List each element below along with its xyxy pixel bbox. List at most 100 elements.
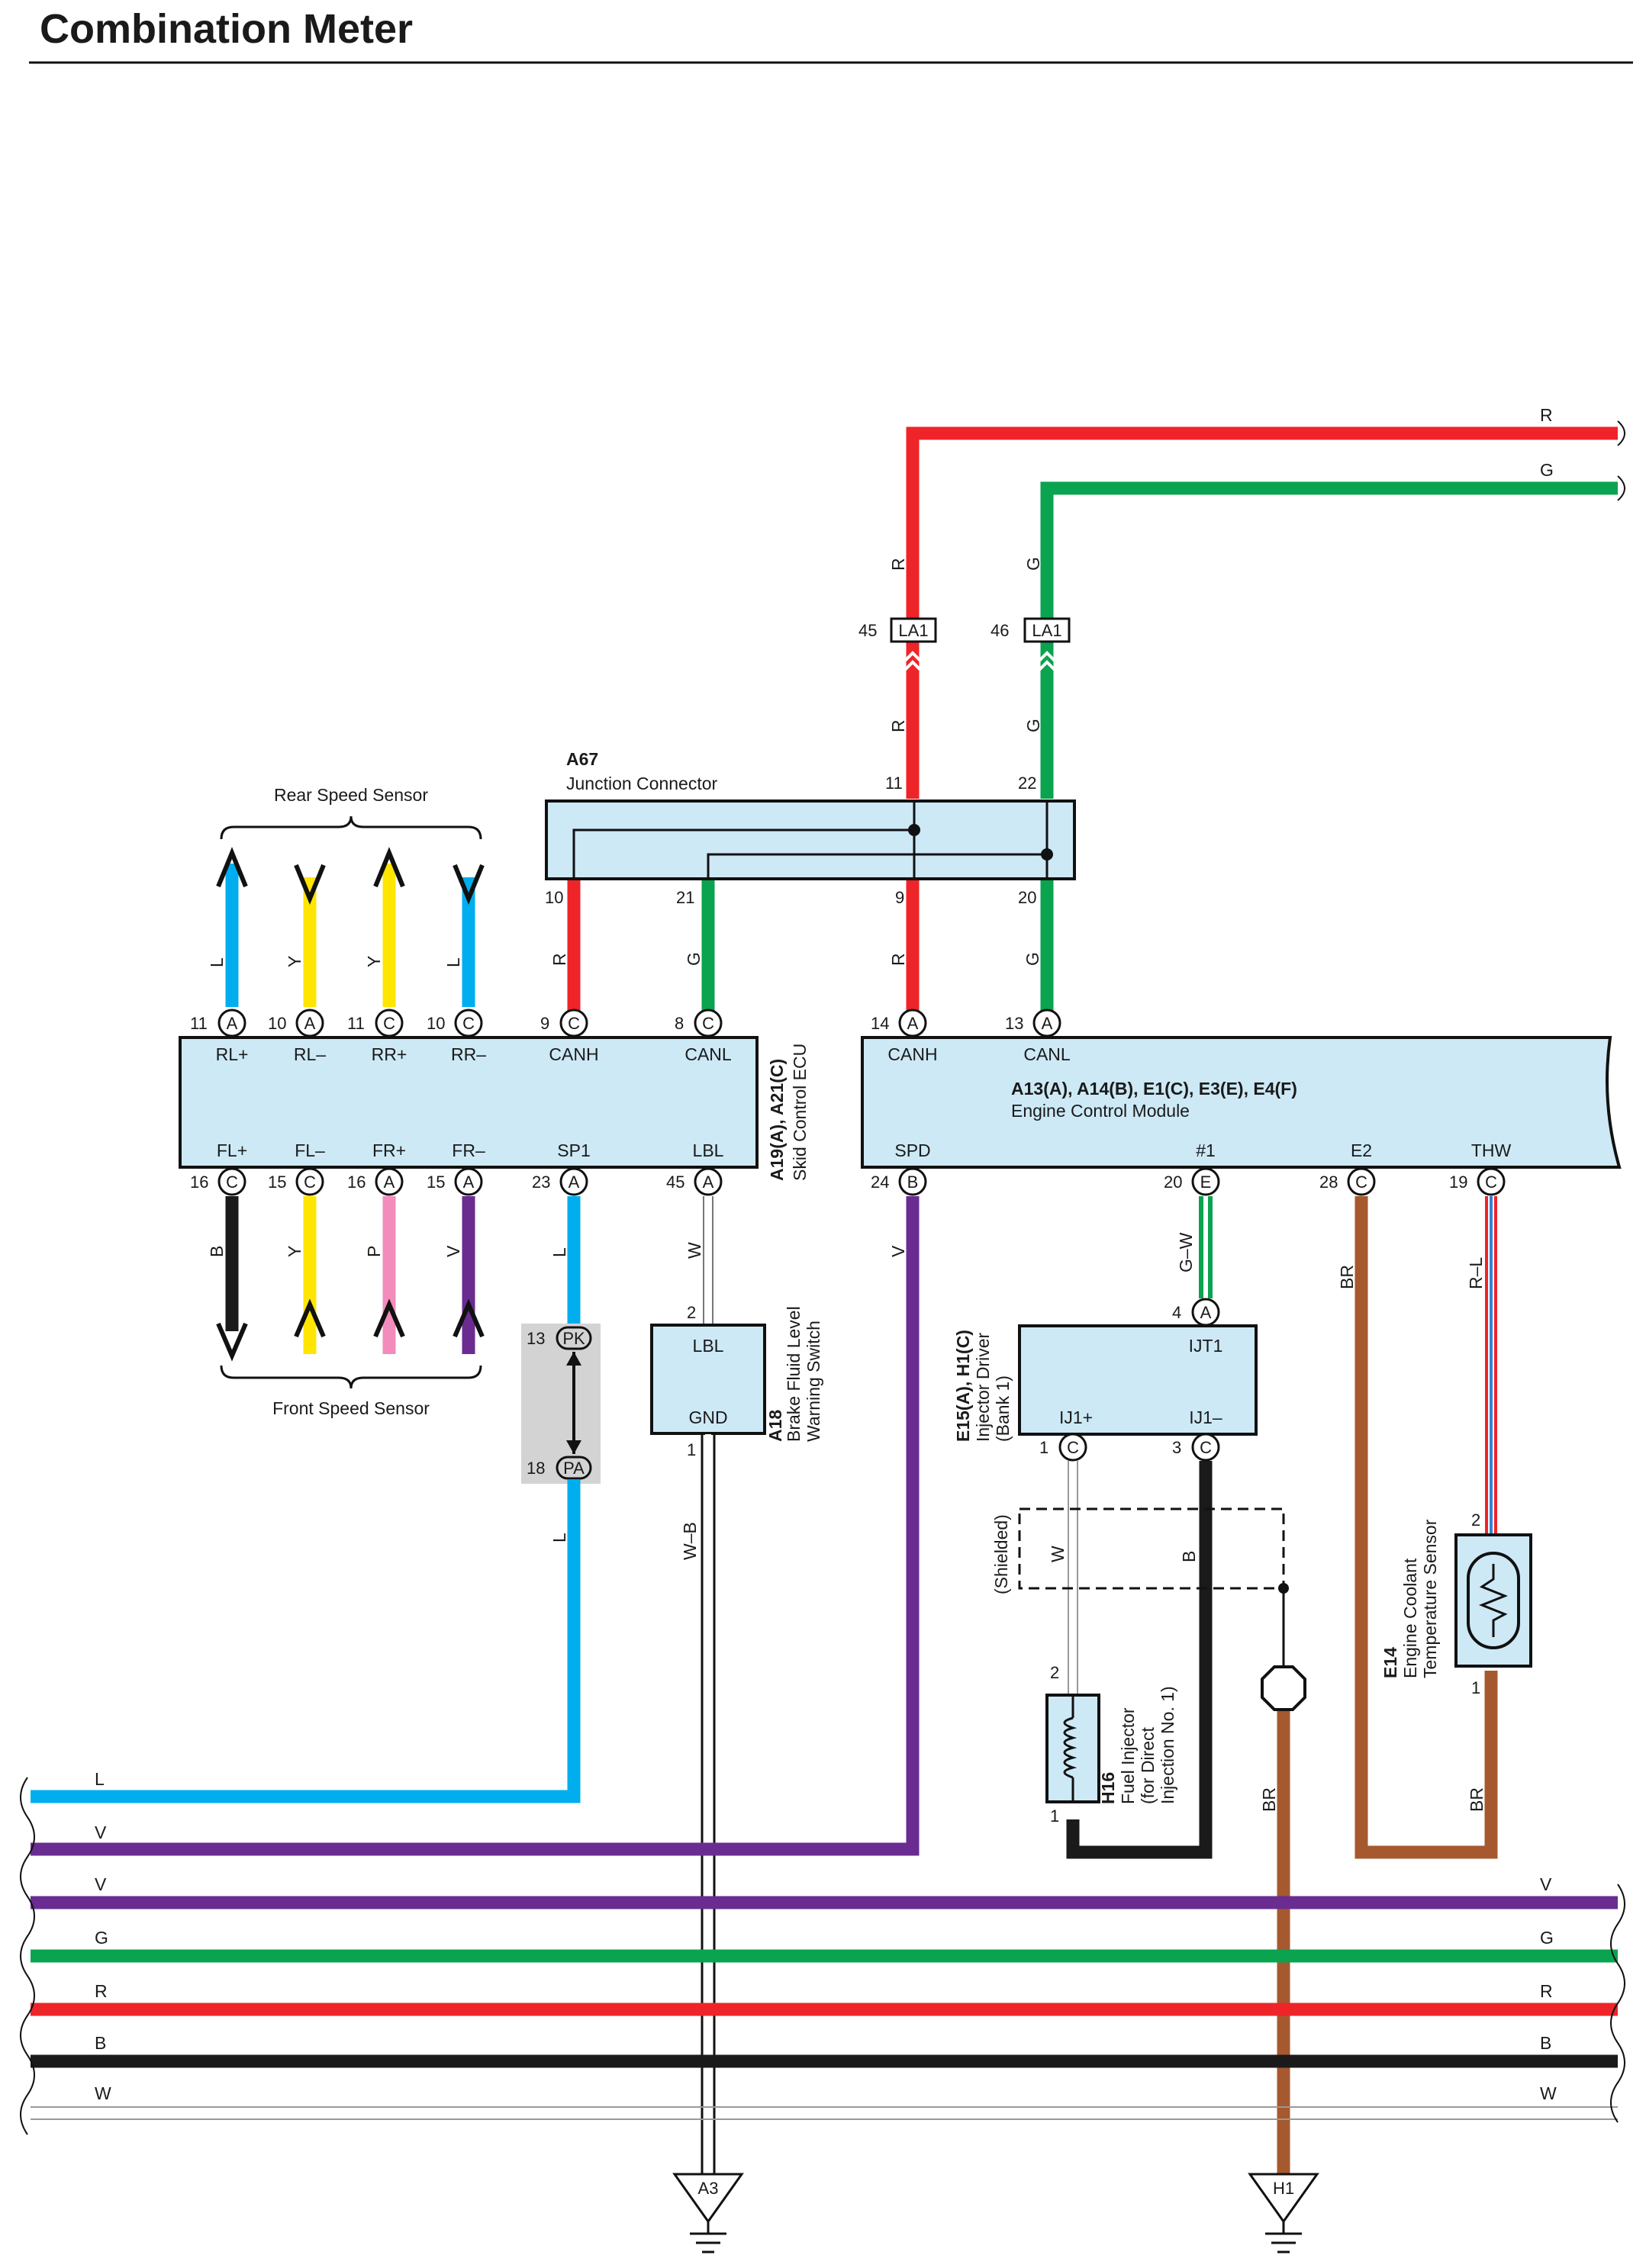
- svg-text:W: W: [1048, 1546, 1068, 1562]
- svg-text:46: 46: [990, 621, 1009, 640]
- svg-text:THW: THW: [1471, 1140, 1512, 1160]
- svg-text:SP1: SP1: [557, 1140, 590, 1160]
- can-wires: R G R G: [549, 880, 1054, 1011]
- svg-text:W: W: [1540, 2083, 1557, 2103]
- component-name: Engine Control Module: [1011, 1101, 1190, 1121]
- svg-text:45: 45: [666, 1173, 684, 1192]
- skid-ecu-top-pins: A 11 RL+ A 10 RL– C 11 RR+ C 10 RR–: [190, 1009, 732, 1064]
- svg-text:18: 18: [527, 1459, 545, 1478]
- coolant-sensor-e14: BR BR R–L 2 1 E14 Engine Coolant Tempera…: [1337, 1196, 1532, 1859]
- svg-text:R: R: [549, 953, 569, 966]
- svg-text:1: 1: [1039, 1438, 1048, 1457]
- svg-text:Y: Y: [285, 1246, 304, 1257]
- svg-text:G: G: [1023, 952, 1042, 966]
- svg-text:CANH: CANH: [887, 1044, 937, 1064]
- svg-text:(for Direct: (for Direct: [1138, 1726, 1158, 1804]
- svg-text:45: 45: [858, 621, 877, 640]
- svg-text:C: C: [1485, 1173, 1497, 1192]
- spd-wire: V V: [31, 1196, 920, 1856]
- component-code: A19(A), A21(C): [767, 1059, 787, 1181]
- svg-text:IJ1+: IJ1+: [1059, 1407, 1093, 1427]
- svg-text:A: A: [463, 1173, 475, 1192]
- svg-text:(Bank 1): (Bank 1): [993, 1375, 1013, 1442]
- svg-text:W: W: [684, 1242, 704, 1259]
- svg-text:2: 2: [1050, 1663, 1059, 1682]
- svg-text:R: R: [888, 953, 908, 966]
- svg-text:SPD: SPD: [894, 1140, 930, 1160]
- svg-text:21: 21: [676, 888, 694, 907]
- svg-text:16: 16: [347, 1173, 366, 1192]
- svg-text:C: C: [1200, 1438, 1212, 1457]
- svg-text:E: E: [1200, 1173, 1212, 1192]
- injector-driver-e15: G–W A 4 IJT1 IJ1+ IJ1– C 1 C 3 E15(A), H…: [953, 1196, 1258, 1462]
- svg-text:C: C: [1355, 1173, 1367, 1192]
- svg-text:R: R: [95, 1981, 108, 2001]
- svg-text:W: W: [95, 2083, 111, 2103]
- svg-text:B: B: [207, 1246, 227, 1257]
- svg-text:W–B: W–B: [680, 1522, 700, 1560]
- skid-control-ecu: A 11 RL+ A 10 RL– C 11 RR+ C 10 RR–: [179, 1009, 810, 1196]
- svg-text:2: 2: [687, 1303, 696, 1322]
- svg-text:LA1: LA1: [898, 621, 928, 640]
- shielded-label: (Shielded): [991, 1514, 1011, 1594]
- ground-h1: H1: [1248, 2173, 1319, 2254]
- skid-ecu-bottom-pins: C 16 FL+ C 15 FL– A 16 FR+ A 15 FR–: [190, 1140, 724, 1196]
- svg-text:RR–: RR–: [451, 1044, 486, 1064]
- svg-text:10: 10: [268, 1014, 286, 1033]
- engine-control-module: A 14 CANH A 13 CANL A13(A), A14(B), E1(C…: [861, 1009, 1622, 1196]
- svg-text:B: B: [1179, 1551, 1199, 1562]
- svg-text:B: B: [1540, 2033, 1551, 2053]
- svg-text:E2: E2: [1351, 1140, 1372, 1160]
- svg-text:Y: Y: [364, 956, 384, 967]
- svg-text:15: 15: [268, 1173, 286, 1192]
- svg-text:C: C: [226, 1173, 238, 1192]
- svg-text:V: V: [443, 1245, 463, 1257]
- svg-text:G: G: [1540, 1928, 1554, 1948]
- svg-text:A: A: [907, 1014, 919, 1033]
- svg-text:C: C: [462, 1014, 475, 1033]
- svg-text:L: L: [443, 957, 463, 967]
- svg-text:C: C: [568, 1014, 580, 1033]
- brake-fluid-switch-a18: LBL GND 2 1 W A18 Brake Fluid Level Warn…: [650, 1196, 823, 2174]
- svg-text:H1: H1: [1273, 2179, 1294, 2198]
- splice-pk-pa: [521, 1324, 601, 1484]
- svg-text:IJ1–: IJ1–: [1189, 1407, 1222, 1427]
- svg-text:R–L: R–L: [1466, 1257, 1486, 1289]
- svg-text:L: L: [549, 1247, 569, 1257]
- svg-text:C: C: [383, 1014, 395, 1033]
- svg-text:A: A: [569, 1173, 580, 1192]
- svg-text:10: 10: [545, 888, 563, 907]
- ground-a3: A3: [672, 2173, 744, 2254]
- svg-text:G: G: [95, 1928, 108, 1948]
- wire-r-top: [906, 426, 1618, 799]
- svg-text:RR+: RR+: [372, 1044, 407, 1064]
- svg-text:19: 19: [1449, 1173, 1467, 1192]
- svg-text:CANL: CANL: [1023, 1044, 1071, 1064]
- svg-text:G–W: G–W: [1176, 1232, 1196, 1272]
- svg-text:Injection No. 1): Injection No. 1): [1158, 1686, 1177, 1804]
- svg-text:BR: BR: [1467, 1787, 1487, 1812]
- shield-box: [1018, 1507, 1285, 1590]
- svg-text:C: C: [304, 1173, 316, 1192]
- rear-speed-sensor-label: Rear Speed Sensor: [274, 785, 428, 805]
- bus-harness: V G R B W V G R B W: [20, 1777, 1625, 2135]
- svg-text:C: C: [1067, 1438, 1079, 1457]
- svg-text:FR+: FR+: [372, 1140, 406, 1160]
- svg-text:R: R: [1540, 1981, 1553, 2001]
- svg-text:P: P: [364, 1246, 384, 1257]
- svg-text:4: 4: [1172, 1303, 1181, 1322]
- svg-text:LBL: LBL: [693, 1140, 724, 1160]
- svg-text:PK: PK: [562, 1329, 585, 1348]
- svg-text:A: A: [1200, 1303, 1212, 1322]
- svg-text:28: 28: [1319, 1173, 1338, 1192]
- svg-text:8: 8: [675, 1014, 684, 1033]
- svg-text:13: 13: [1005, 1014, 1023, 1033]
- svg-text:V: V: [95, 1822, 107, 1842]
- svg-text:2: 2: [1471, 1510, 1480, 1530]
- svg-text:CANL: CANL: [684, 1044, 732, 1064]
- connector-la1-46: LA1 46: [990, 617, 1071, 676]
- svg-text:B: B: [907, 1173, 919, 1192]
- svg-text:RL–: RL–: [294, 1044, 326, 1064]
- svg-text:Fuel Injector: Fuel Injector: [1118, 1707, 1138, 1804]
